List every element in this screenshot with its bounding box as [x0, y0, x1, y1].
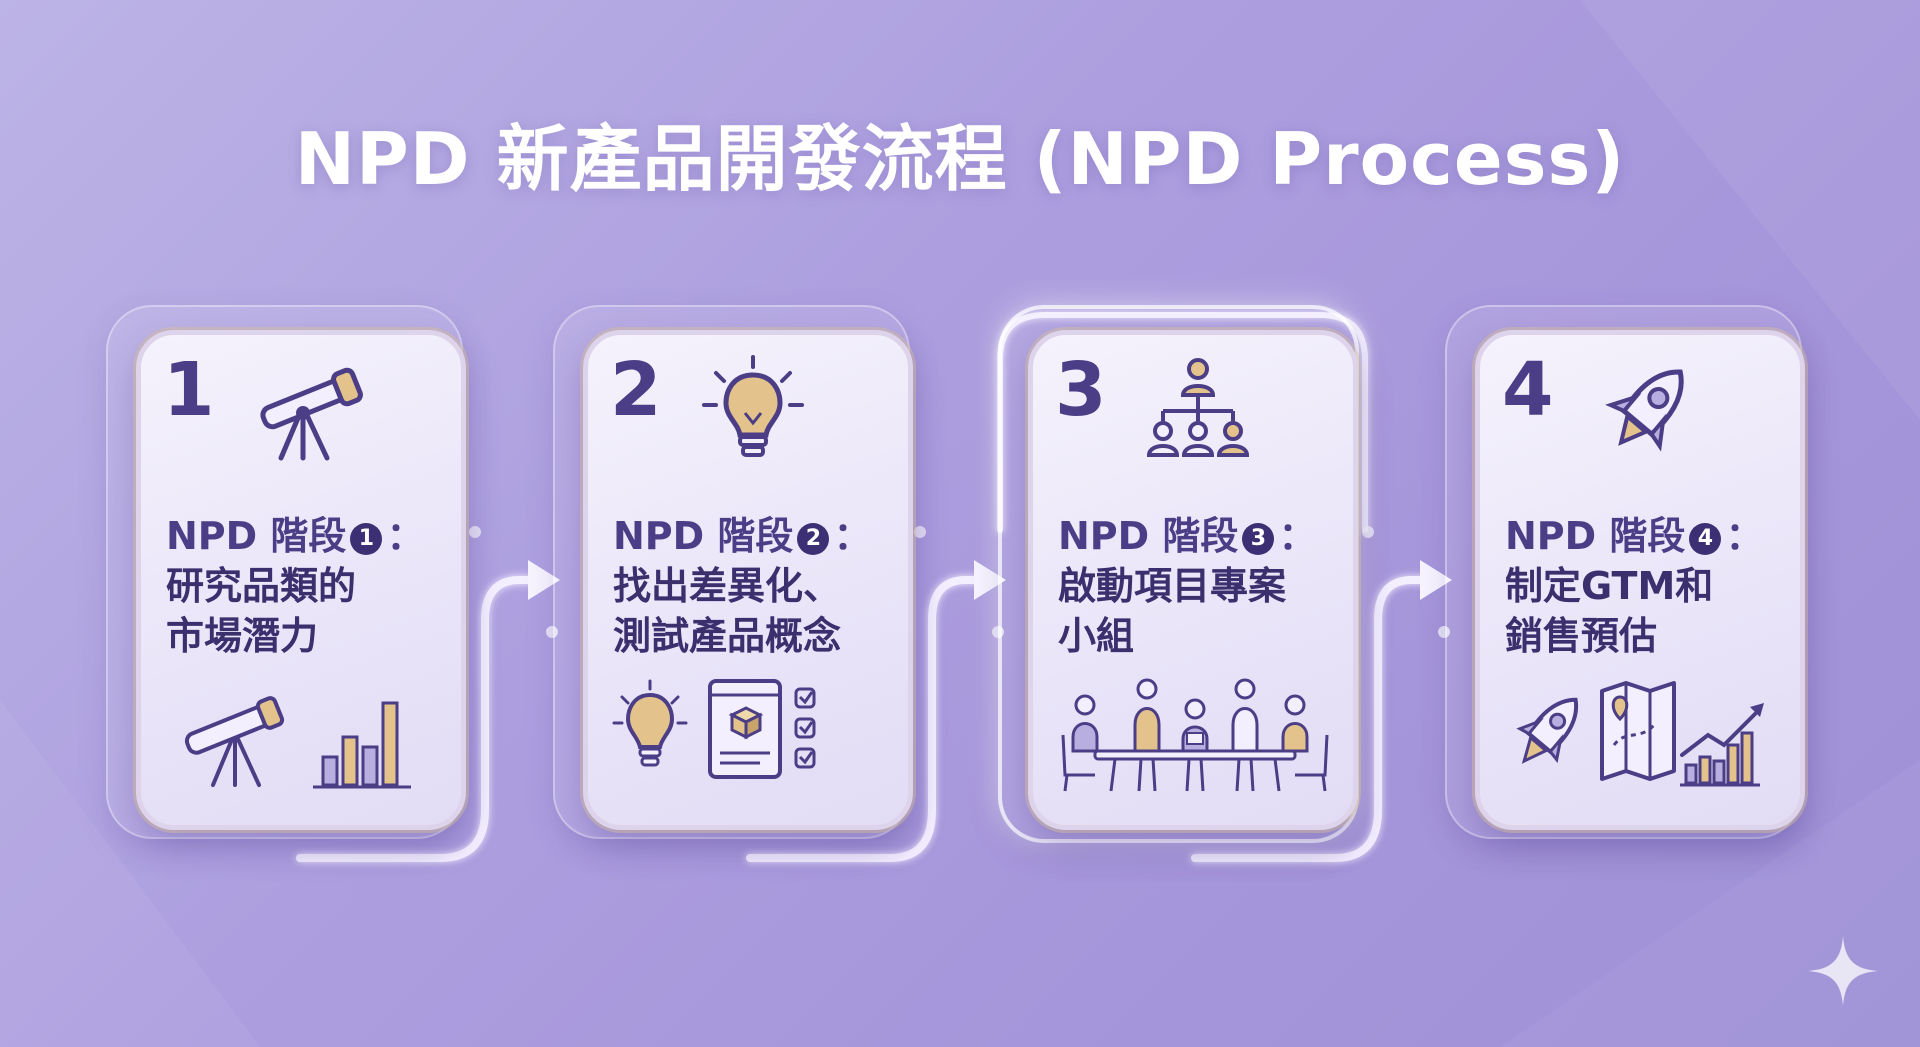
- stage-number: 2: [610, 347, 662, 433]
- stage-badge: 4: [1689, 523, 1722, 555]
- sparkle-icon: [1808, 936, 1878, 1006]
- stage-badge: 3: [1242, 523, 1275, 555]
- stage-description: 找出差異化、 測試產品概念: [613, 564, 842, 658]
- stage-description: 啟動項目專案 小組: [1058, 564, 1287, 658]
- lightbulb-product-checklist-illustration: [612, 679, 816, 779]
- stage-description: 制定GTM和 銷售預估: [1505, 564, 1714, 658]
- rocket-icon: [1605, 369, 1684, 452]
- stage-number: 1: [163, 347, 215, 433]
- team-meeting-illustration: [1061, 678, 1329, 792]
- stage-number: 4: [1502, 347, 1554, 433]
- stage-number: 3: [1055, 347, 1107, 433]
- telescope-bar-chart-illustration: [184, 696, 411, 789]
- rocket-map-growth-chart-illustration: [1516, 681, 1764, 787]
- telescope-icon: [260, 367, 363, 461]
- page-title: NPD 新產品開發流程 (NPD Process): [294, 117, 1626, 201]
- org-chart-icon: [1146, 358, 1250, 457]
- stage-description: 研究品類的 市場潛力: [166, 564, 357, 658]
- stage-badge: 1: [350, 523, 383, 555]
- lightbulb-icon: [702, 355, 804, 457]
- stage-badge: 2: [797, 523, 830, 555]
